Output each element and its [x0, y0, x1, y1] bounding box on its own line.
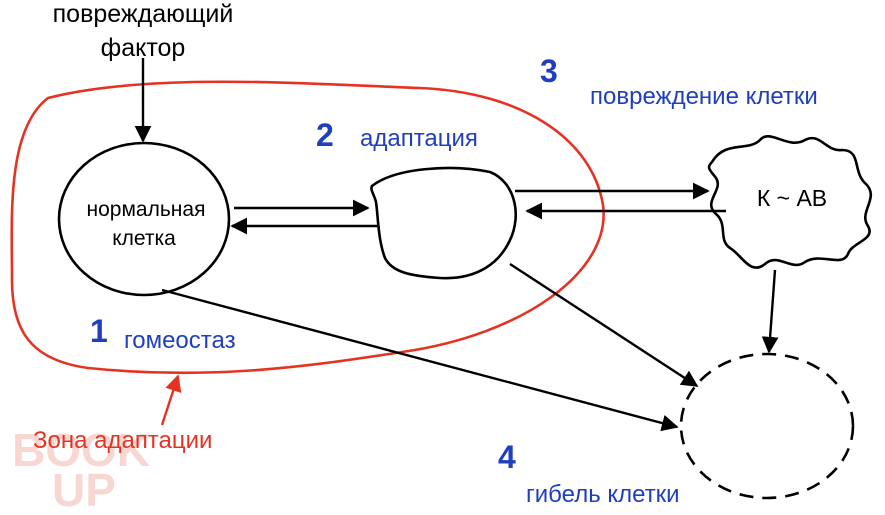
stage3-number: 3 [540, 53, 558, 89]
zone-label: Зона адаптации [33, 427, 212, 454]
zone-label-arrow [160, 374, 182, 426]
normal-cell-label-line2: клетка [112, 227, 176, 250]
arrow-damaged-to-dead [761, 269, 779, 354]
adapted-cell-shape [370, 166, 517, 280]
stage3-label: повреждение клетки [590, 83, 818, 110]
watermark-logo: BOOK UP [12, 424, 150, 515]
factor-label-line2: фактор [101, 34, 186, 62]
arrow-normal-to-dead [161, 288, 679, 432]
factor-label-line1: повреждающий [53, 0, 234, 28]
adaptation-zone-outline [10, 80, 605, 375]
watermark-line2: UP [52, 464, 116, 515]
watermark-line1: BOOK [12, 424, 150, 476]
normal-cell-shape [57, 141, 231, 297]
damaged-cell-shape [707, 135, 873, 269]
stage4-number: 4 [498, 439, 516, 475]
stage2-label: адаптация [360, 125, 478, 152]
stage2-number: 2 [316, 117, 334, 153]
dead-cell-shape [679, 352, 855, 500]
arrow-adapted-to-dead [509, 262, 699, 388]
stage1-label: гомеостаз [124, 327, 236, 354]
normal-cell-label-line1: нормальная [87, 198, 206, 221]
damaged-cell-label: К ~ АВ [757, 185, 827, 211]
stage4-label: гибель клетки [526, 481, 680, 508]
stage1-number: 1 [90, 313, 108, 349]
